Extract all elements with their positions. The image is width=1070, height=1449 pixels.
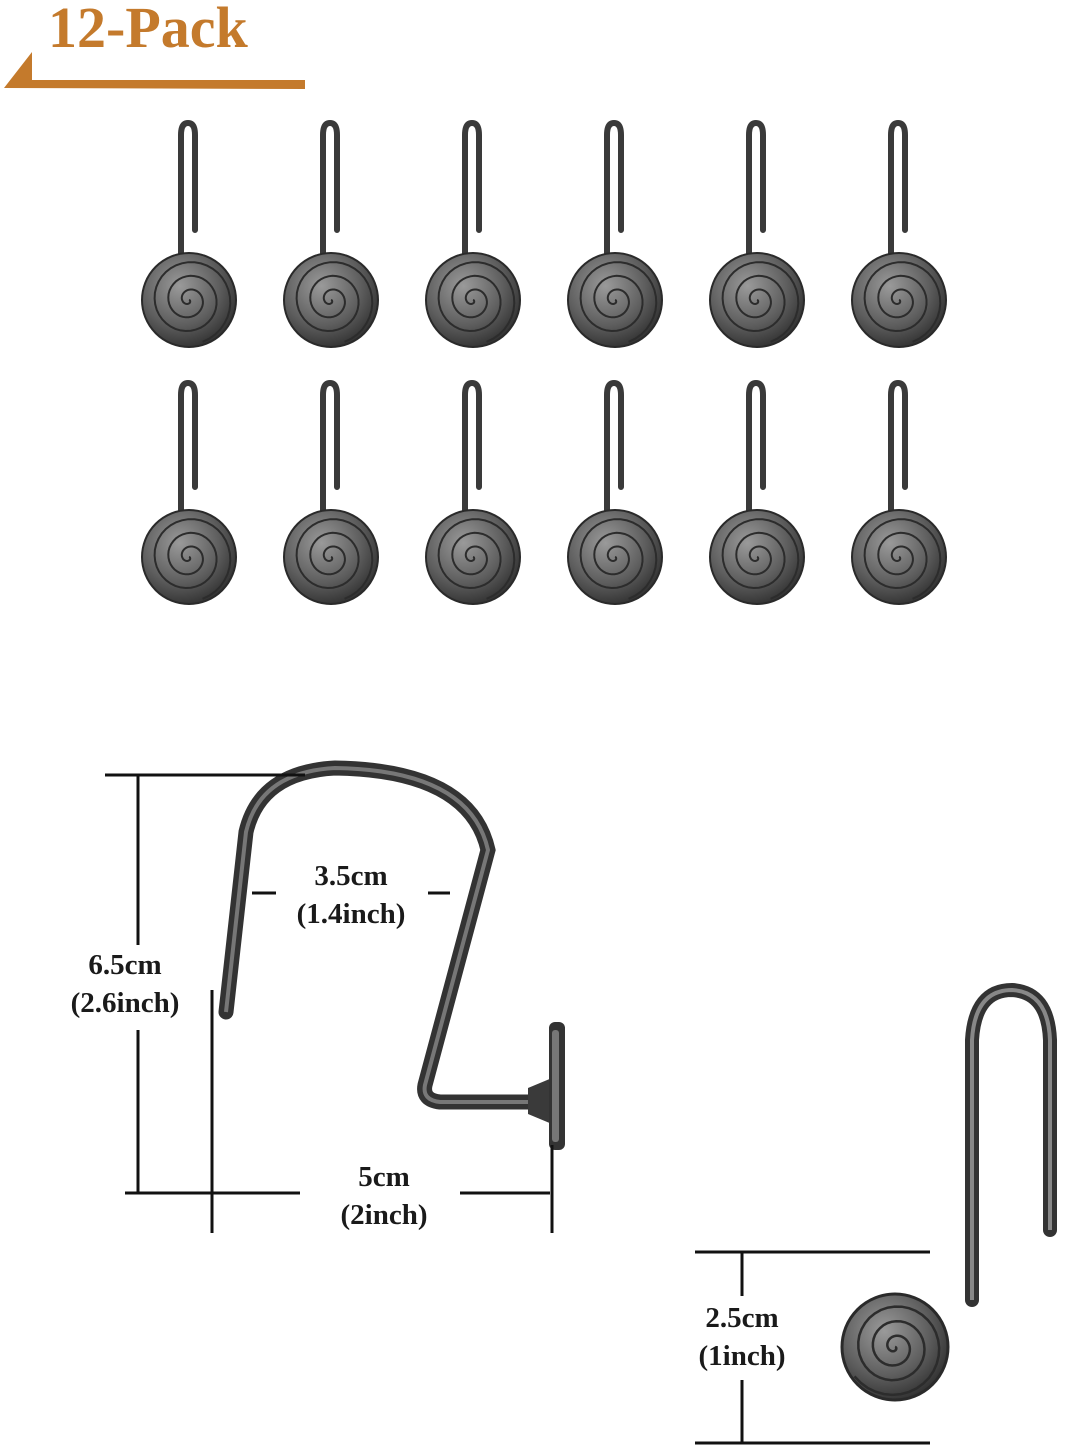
depth-inch: (2inch) bbox=[340, 1199, 428, 1231]
dimension-lines bbox=[105, 773, 930, 1445]
disc-diameter-cm: 2.5cm bbox=[705, 1302, 779, 1334]
inner-width-label: 3.5cm (1.4inch) bbox=[297, 857, 406, 933]
shower-curtain-hook bbox=[709, 119, 805, 348]
height-cm: 6.5cm bbox=[88, 949, 162, 981]
title-arrow bbox=[4, 52, 305, 89]
shower-curtain-hook bbox=[425, 119, 521, 348]
hook-grid bbox=[141, 119, 947, 605]
inner-width-inch: (1.4inch) bbox=[296, 898, 406, 930]
disc-diameter-inch: (1inch) bbox=[698, 1340, 786, 1372]
depth-cm: 5cm bbox=[358, 1161, 410, 1193]
hook-side-view bbox=[218, 760, 565, 1150]
shower-curtain-hook bbox=[709, 379, 805, 605]
shower-curtain-hook bbox=[141, 119, 237, 348]
pack-count-title: 12-Pack bbox=[48, 0, 248, 60]
shower-curtain-hook bbox=[283, 379, 379, 605]
shower-curtain-hook bbox=[141, 379, 237, 605]
shower-curtain-hook bbox=[567, 119, 663, 348]
inner-width-cm: 3.5cm bbox=[314, 860, 388, 892]
shower-curtain-hook bbox=[851, 119, 947, 348]
shower-curtain-hook bbox=[425, 379, 521, 605]
shower-curtain-hook bbox=[283, 119, 379, 348]
hook-front-view bbox=[840, 982, 1057, 1402]
shower-curtain-hook bbox=[851, 379, 947, 605]
shower-curtain-hook bbox=[567, 379, 663, 605]
disc-diameter-label: 2.5cm (1inch) bbox=[699, 1299, 786, 1375]
height-inch: (2.6inch) bbox=[70, 987, 180, 1019]
depth-label: 5cm (2inch) bbox=[341, 1158, 428, 1234]
height-label: 6.5cm (2.6inch) bbox=[71, 946, 180, 1022]
